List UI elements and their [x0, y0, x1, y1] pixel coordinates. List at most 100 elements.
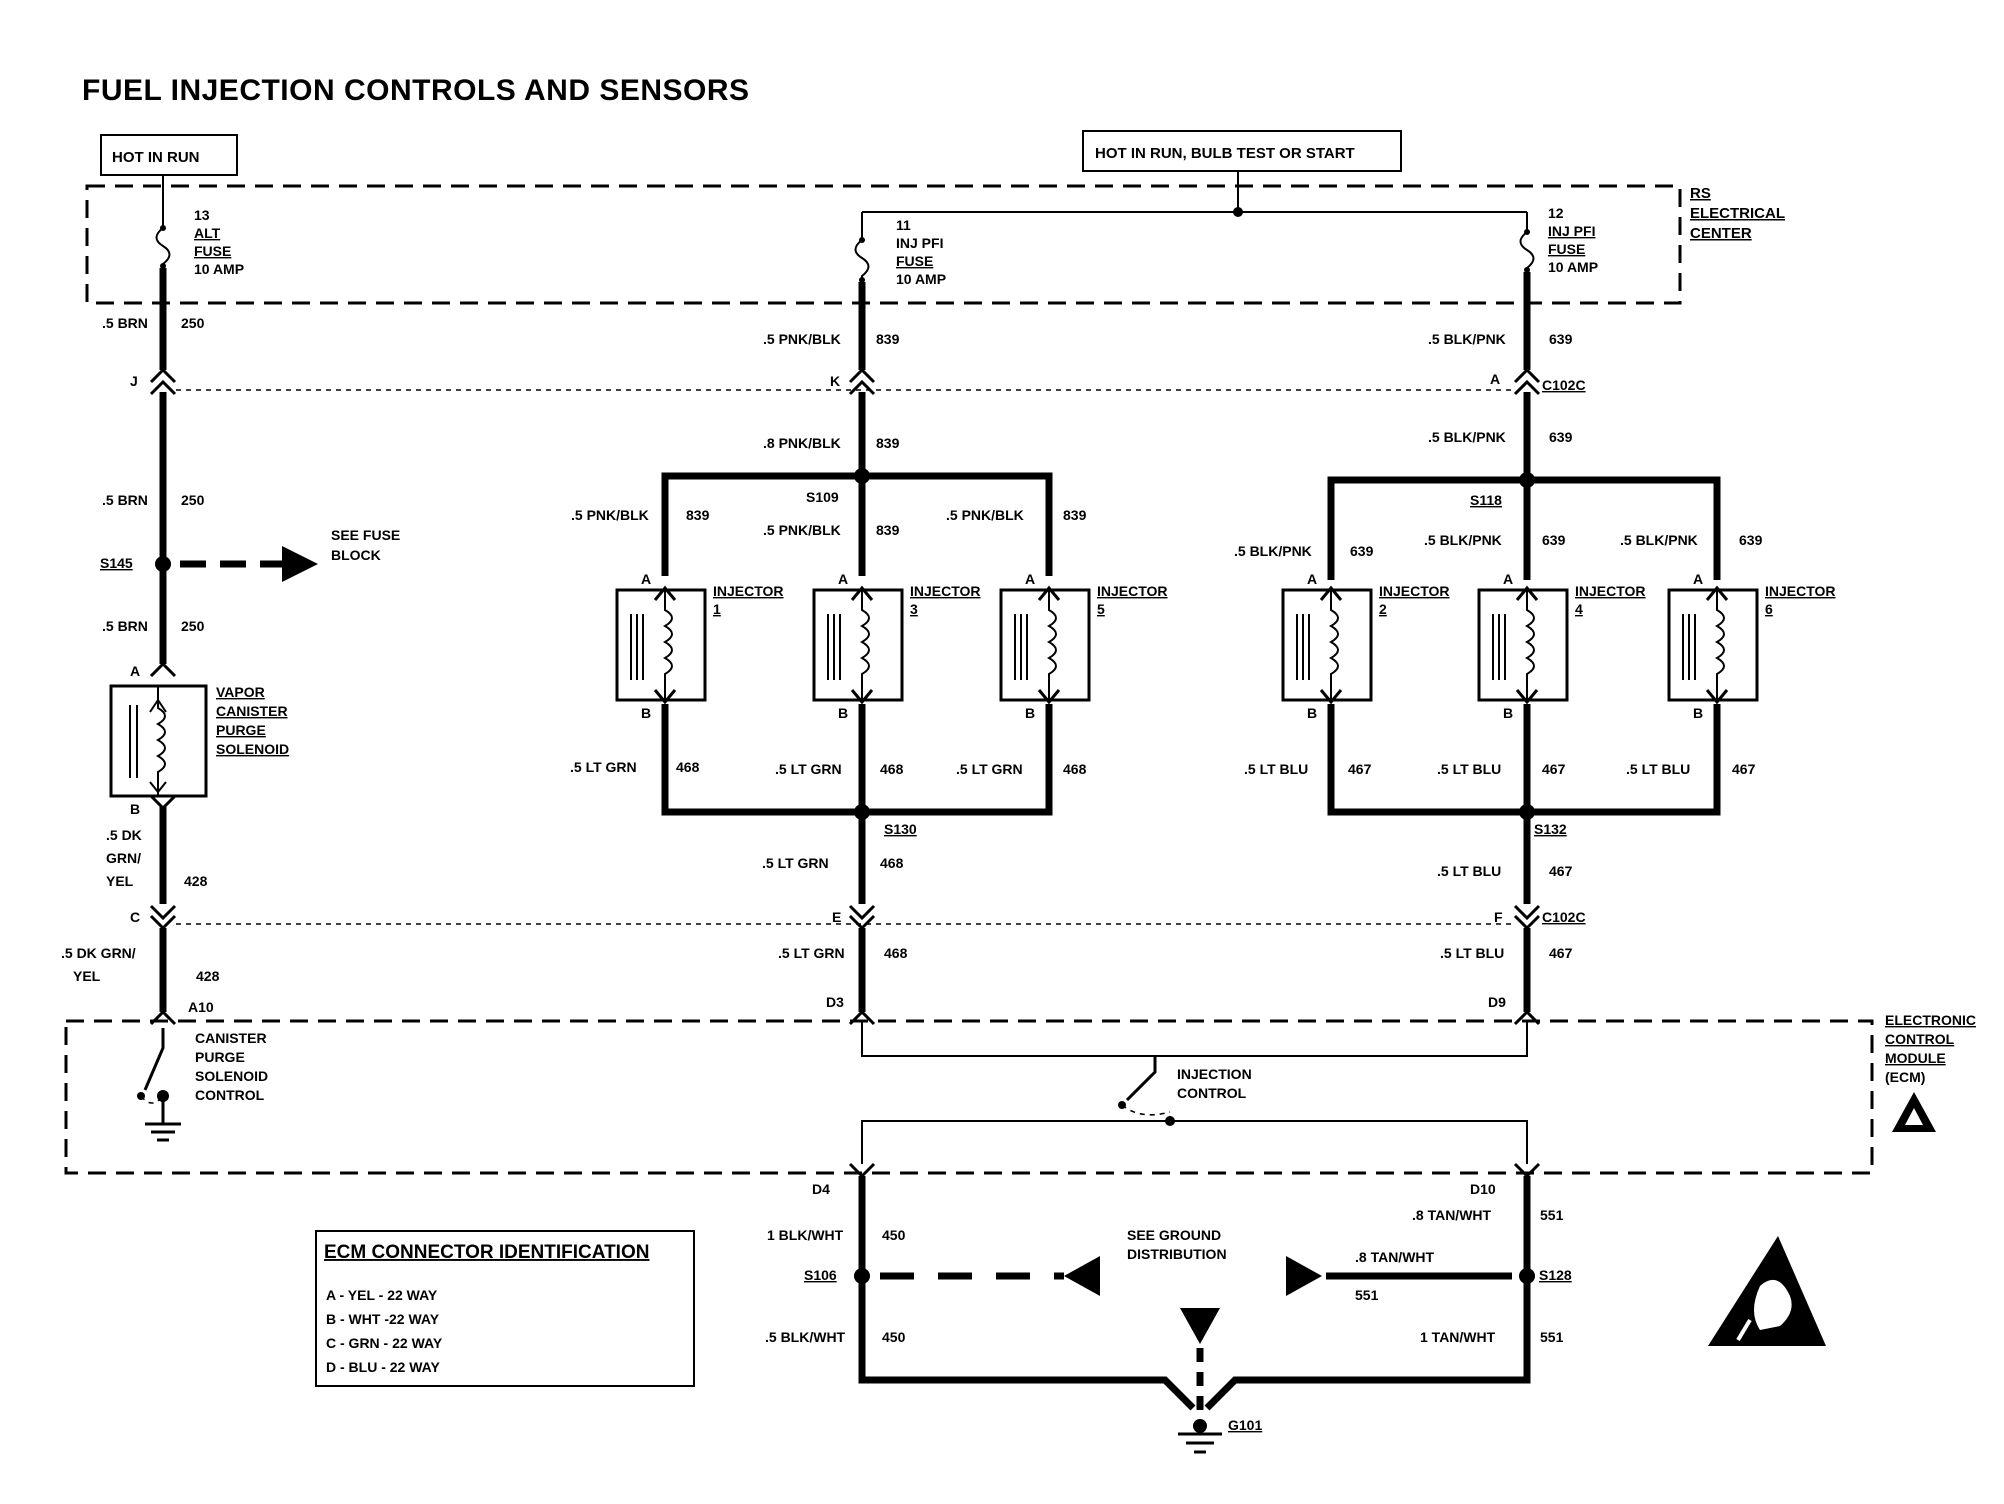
fuse-12-label: 12 INJ PFI FUSE 10 AMP [1548, 205, 1598, 275]
wire-label-blkwht-1: 1 BLK/WHT [767, 1227, 844, 1243]
wire-label-pnkblk-4: .5 PNK/BLK [763, 522, 841, 538]
svg-text:11: 11 [896, 217, 911, 233]
injector-number-4: 4 [1575, 601, 1583, 617]
wire-label-blkpnk-4: .5 BLK/PNK [1424, 532, 1502, 548]
wire-label-ltgrn-4: .5 LT GRN [762, 855, 829, 871]
injection-control-label: INJECTION CONTROL [1177, 1066, 1252, 1101]
injector-label-5: INJECTOR [1097, 583, 1168, 599]
svg-text:FUSE: FUSE [1548, 241, 1585, 257]
splice-S109 [854, 468, 870, 484]
hot-in-run-label: HOT IN RUN [112, 149, 200, 166]
arrow-head-fuse-block [282, 546, 318, 582]
wire-label-tanwht-1: .8 TAN/WHT [1412, 1207, 1492, 1223]
hot-in-run-bulb-box [1082, 130, 1402, 172]
splice-S109-label: S109 [806, 489, 839, 505]
esd-warning-icon-small [1892, 1092, 1936, 1132]
injector-label-3: INJECTOR [910, 583, 981, 599]
svg-text:CANISTER: CANISTER [216, 703, 288, 719]
splice-S130-label: S130 [884, 821, 917, 837]
wire-num-467-3: 467 [1732, 761, 1756, 777]
splice-S132-label: S132 [1534, 821, 1567, 837]
wire-label-ltblu-1: .5 LT BLU [1244, 761, 1308, 777]
pin-B-6: B [1693, 705, 1703, 721]
wire-num-639-4: 639 [1542, 532, 1566, 548]
wire-num-639-2: 639 [1549, 429, 1573, 445]
arrow-head-ground-left [1064, 1256, 1100, 1296]
svg-text:INJ PFI: INJ PFI [896, 235, 943, 251]
svg-text:10 AMP: 10 AMP [896, 271, 946, 287]
ecm-connector-id-title: ECM CONNECTOR IDENTIFICATION [324, 1242, 649, 1263]
pin-A-4: A [1503, 571, 1513, 587]
wire-label-ltblu-5: .5 LT BLU [1440, 945, 1504, 961]
pin-A-2: A [1307, 571, 1317, 587]
wire-num-468-2: 468 [880, 761, 904, 777]
see-ground-label: SEE GROUND DISTRIBUTION [1127, 1227, 1227, 1262]
splice-S118 [1519, 472, 1535, 488]
solenoid-core-icon [129, 705, 138, 778]
injector-coil-icon [1046, 590, 1057, 700]
ground-symbol-g101 [1178, 1432, 1222, 1454]
svg-text:SEE FUSE: SEE FUSE [331, 527, 400, 543]
fuse-13-label: 13 ALT FUSE 10 AMP [194, 207, 244, 277]
wire-num-839-1: 839 [876, 331, 900, 347]
pin-B-5: B [1025, 705, 1035, 721]
pin-A-6: A [1693, 571, 1703, 587]
connector-chevron-A-solenoid [149, 661, 177, 678]
wire-450 [858, 1176, 1196, 1411]
svg-text:ALT: ALT [194, 225, 221, 241]
connector-C102C-upper-label: C102C [1542, 377, 1586, 393]
svg-text:INJECTION: INJECTION [1177, 1066, 1252, 1082]
wire-label-blkpnk-3: .5 BLK/PNK [1234, 543, 1312, 559]
injector-coil-icon [1524, 590, 1535, 700]
svg-text:ELECTRONIC: ELECTRONIC [1885, 1012, 1976, 1028]
bus-839 [661, 472, 1053, 576]
splice-S106 [854, 1268, 870, 1284]
svg-text:YEL: YEL [106, 873, 134, 889]
svg-text:CENTER: CENTER [1690, 225, 1752, 242]
bus-467 [1327, 704, 1721, 816]
svg-text:YEL: YEL [73, 968, 101, 984]
svg-text:12: 12 [1548, 205, 1564, 221]
wire-num-467-5: 467 [1549, 945, 1573, 961]
svg-text:FUSE: FUSE [194, 243, 231, 259]
connector-chevron-A-c102c [1513, 367, 1541, 396]
wire-label-ltblu-3: .5 LT BLU [1626, 761, 1690, 777]
wire-label-brn-3: .5 BRN [102, 618, 148, 634]
wire-label-tanwht-2: .8 TAN/WHT [1355, 1249, 1435, 1265]
pin-A-5: A [1025, 571, 1035, 587]
wire-label-blkwht-2: .5 BLK/WHT [765, 1329, 846, 1345]
wire-label-blkpnk-2: .5 BLK/PNK [1428, 429, 1506, 445]
splice-S128-label: S128 [1539, 1267, 1572, 1283]
connector-F-label: F [1494, 909, 1503, 925]
page-title: FUEL INJECTION CONTROLS AND SENSORS [82, 74, 750, 107]
see-fuse-block-label: SEE FUSE BLOCK [331, 527, 400, 563]
injection-control-switch [1125, 1056, 1157, 1102]
canister-control-switch [143, 1028, 165, 1124]
wire-num-467-4: 467 [1549, 863, 1573, 879]
pin-B-1: B [641, 705, 651, 721]
injector-label-2: INJECTOR [1379, 583, 1450, 599]
wire-num-250-3: 250 [181, 618, 205, 634]
injector-label-6: INJECTOR [1765, 583, 1836, 599]
connector-D9-label: D9 [1488, 994, 1506, 1010]
injector-coil-icon [859, 590, 870, 700]
wire-num-468-5: 468 [884, 945, 908, 961]
hot-in-run-box [100, 134, 238, 176]
canister-control-label: CANISTER PURGE SOLENOID CONTROL [195, 1030, 268, 1103]
connector-A10-label: A10 [188, 999, 214, 1015]
connector-chevron-E [848, 904, 876, 931]
wire-label-ltgrn-3: .5 LT GRN [956, 761, 1023, 777]
injection-control-bus-lower [861, 1116, 1528, 1164]
connector-chevron-F [1513, 904, 1541, 931]
wire-num-551-1: 551 [1540, 1207, 1564, 1223]
pin-A-3: A [838, 571, 848, 587]
injection-control-bus-upper [861, 1022, 1528, 1057]
ecm-connector-item-C: C - GRN - 22 WAY [326, 1335, 443, 1351]
svg-text:GRN/: GRN/ [106, 850, 141, 866]
feed-junction [1233, 207, 1243, 217]
wire-num-839-3: 839 [686, 507, 710, 523]
ecm-connector-id-box [315, 1230, 695, 1387]
